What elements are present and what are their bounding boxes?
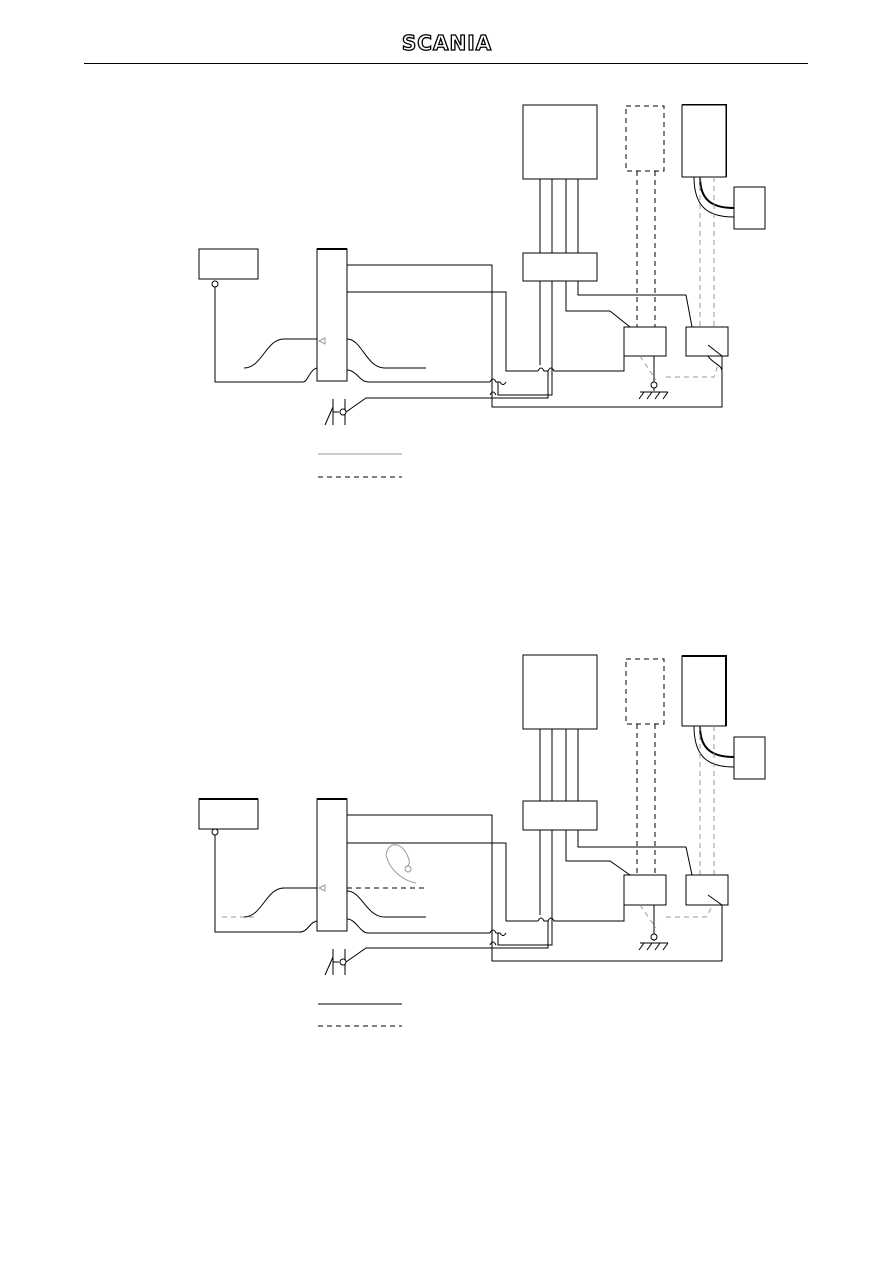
right-curve-wire bbox=[346, 338, 426, 369]
optional-unit-box bbox=[625, 658, 665, 725]
bus-wire-bridge bbox=[537, 905, 625, 922]
grey-dashed-lines bbox=[699, 177, 715, 327]
page-header: SCANIA bbox=[0, 0, 893, 70]
right-unit-box bbox=[681, 655, 727, 727]
connector-drop-lines bbox=[539, 281, 553, 365]
arc-cable bbox=[699, 725, 735, 758]
connector-block bbox=[522, 800, 598, 831]
cable-bundle bbox=[539, 179, 579, 253]
switch-node bbox=[339, 958, 347, 966]
terminal-bar bbox=[316, 798, 348, 932]
sensor-node bbox=[211, 280, 219, 288]
wire-crossings bbox=[489, 378, 507, 396]
connector-drop-lines bbox=[539, 830, 553, 915]
left-curve-wire bbox=[243, 338, 317, 369]
grey-ground-link bbox=[639, 904, 713, 929]
bus-wire-second bbox=[347, 291, 538, 372]
wire-connector-module-a bbox=[565, 281, 631, 328]
terminal-bar bbox=[316, 248, 348, 382]
module-b-wire bbox=[707, 344, 723, 372]
ground-node bbox=[650, 933, 658, 941]
scania-logo: SCANIA bbox=[401, 31, 493, 55]
connector-block bbox=[522, 252, 598, 282]
sensor-box bbox=[198, 798, 259, 830]
right-curve-wire bbox=[346, 890, 426, 918]
bottom-wire bbox=[346, 369, 490, 383]
switch-lever bbox=[324, 956, 334, 976]
header-rule bbox=[84, 63, 808, 64]
bar-arrow-icon bbox=[317, 884, 326, 892]
bus-wire-second bbox=[347, 842, 538, 922]
broken-wire-node bbox=[404, 865, 412, 873]
optional-unit-box bbox=[625, 105, 665, 172]
side-unit-box bbox=[733, 186, 766, 230]
bus-wire-top bbox=[347, 264, 723, 408]
wire-crossings bbox=[489, 929, 507, 946]
wire-connector-module-b bbox=[577, 281, 693, 328]
module-a-box bbox=[623, 326, 667, 357]
control-unit-box bbox=[522, 104, 598, 180]
grey-dashed-lines bbox=[699, 726, 715, 875]
switch-wire bbox=[345, 921, 549, 963]
bus-wire-bridge bbox=[537, 356, 625, 372]
module-b-wire bbox=[707, 894, 723, 906]
arc-cable-inner bbox=[693, 725, 735, 768]
sensor-wire bbox=[214, 287, 319, 383]
cable-bundle bbox=[539, 729, 579, 801]
ground-icon bbox=[638, 391, 669, 400]
switch-node bbox=[339, 408, 347, 416]
module-b-box bbox=[685, 326, 729, 357]
module-a-box bbox=[623, 874, 667, 906]
broken-wire-end bbox=[385, 854, 417, 884]
wiring-diagram-2 bbox=[198, 654, 766, 1027]
dashed-signal-lines bbox=[636, 724, 656, 875]
side-unit-box bbox=[733, 736, 766, 780]
grey-ground-link bbox=[639, 355, 719, 381]
ground-node bbox=[650, 381, 658, 389]
sensor-box bbox=[198, 248, 259, 280]
wire-connector-module-b bbox=[577, 830, 693, 876]
arc-cable-inner bbox=[693, 176, 735, 218]
sensor-wire bbox=[214, 835, 319, 933]
module-b-box bbox=[685, 874, 729, 906]
switch-lever bbox=[324, 406, 334, 426]
broken-wire-loop bbox=[385, 844, 410, 868]
left-curve-wire bbox=[243, 887, 317, 918]
bar-arrow-icon bbox=[317, 337, 326, 345]
switch-wire bbox=[345, 371, 549, 413]
bus-wire-top bbox=[347, 814, 723, 962]
control-unit-box bbox=[522, 654, 598, 730]
wiring-diagram-1 bbox=[198, 104, 766, 478]
arc-cable bbox=[699, 176, 735, 209]
right-unit-box-edge bbox=[682, 655, 727, 726]
wire-connector-module-a bbox=[565, 830, 631, 876]
dashed-signal-lines bbox=[636, 171, 656, 327]
right-unit-box bbox=[681, 104, 727, 178]
bottom-wire bbox=[346, 918, 490, 934]
ground-icon bbox=[638, 942, 669, 951]
sensor-node bbox=[211, 828, 219, 836]
